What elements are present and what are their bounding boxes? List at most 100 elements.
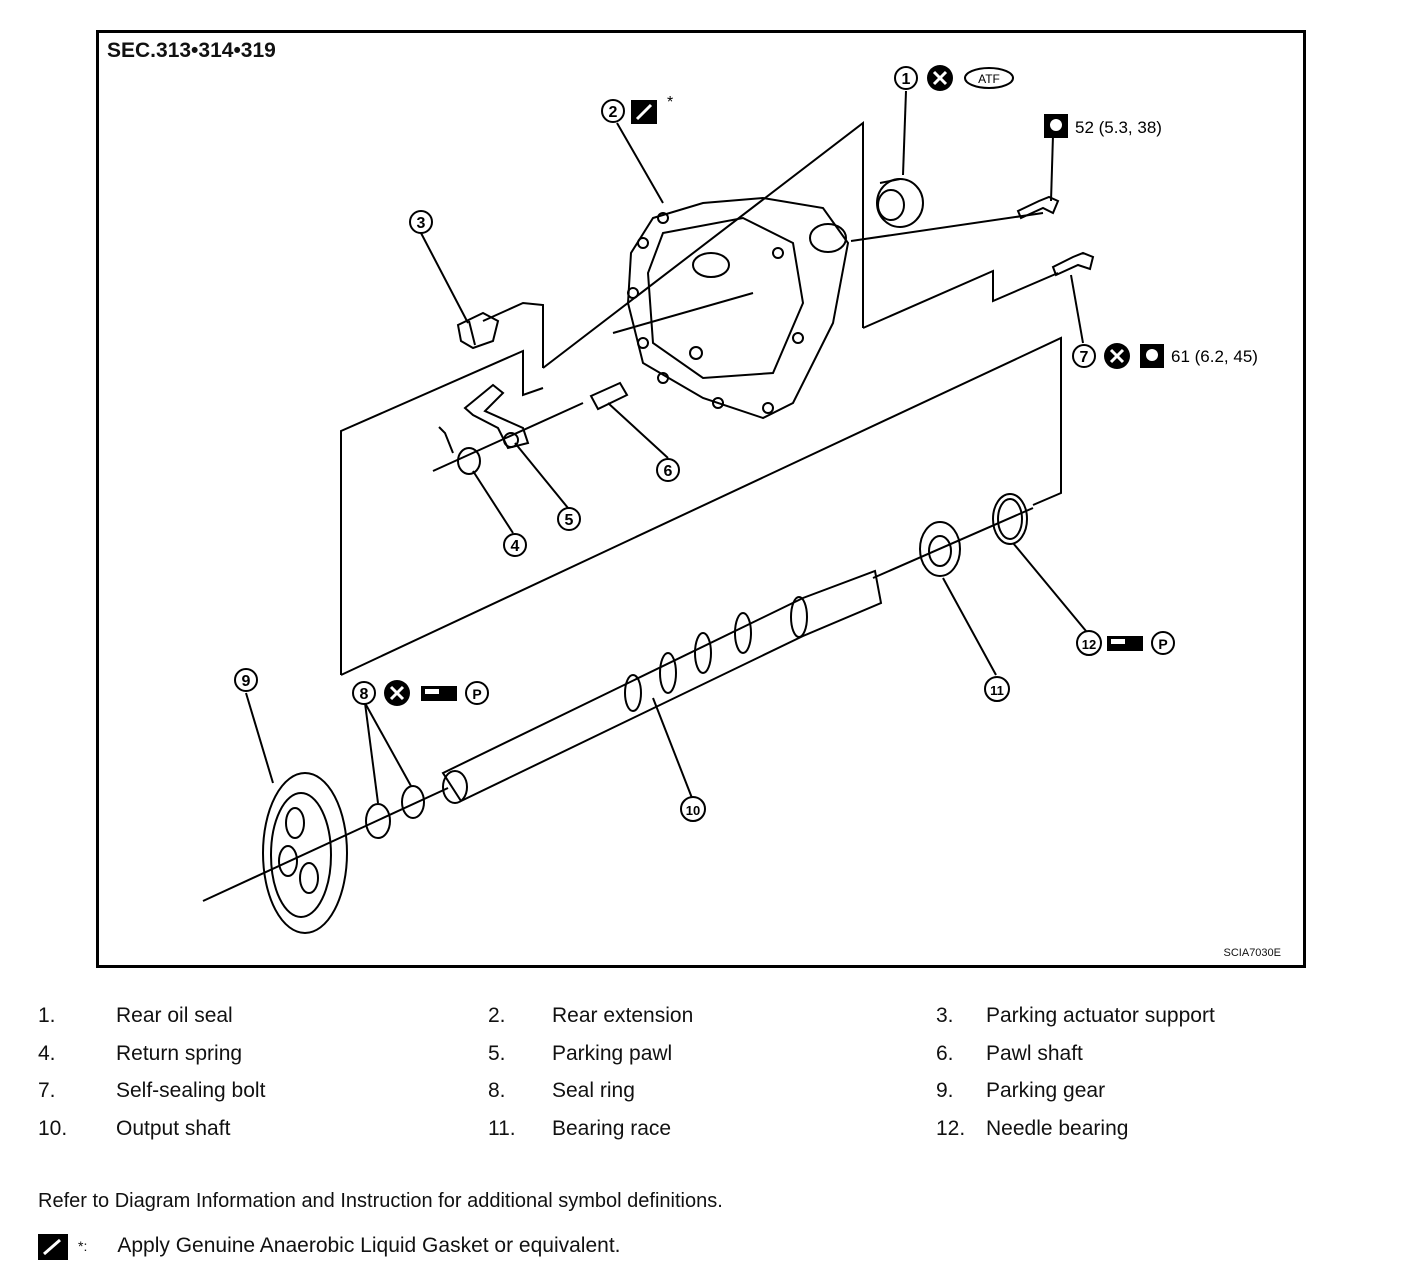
callout-1: 1	[894, 66, 918, 90]
callout-8: 8	[352, 681, 376, 705]
svg-text:P: P	[472, 686, 481, 702]
axis-output	[202, 787, 449, 902]
group-outline-left	[340, 349, 544, 675]
parking-actuator-support	[456, 311, 500, 350]
callout-11: 11	[984, 676, 1010, 702]
svg-text:6: 6	[664, 463, 673, 480]
gasket-note: *: Apply Genuine Anaerobic Liquid Gasket…	[38, 1230, 621, 1262]
torque-value-1: 52 (5.3, 38)	[1075, 118, 1162, 137]
needle-bearing	[992, 493, 1028, 545]
legend-num: 8.	[488, 1079, 506, 1102]
svg-text:2: 2	[609, 104, 618, 121]
legend-name: Needle bearing	[986, 1116, 1129, 1140]
bolt-upper	[1016, 195, 1060, 220]
return-spring-hook	[438, 426, 454, 454]
callout-3: 3	[409, 210, 433, 234]
seal-ring-a	[365, 803, 391, 839]
symbol-reference-note: Refer to Diagram Information and Instruc…	[38, 1190, 723, 1212]
legend-num: 12.	[936, 1116, 966, 1140]
rear-extension	[626, 196, 850, 420]
seal-ring-b	[401, 785, 425, 819]
gasket-marker: *:	[78, 1238, 88, 1254]
parking-pawl	[463, 383, 530, 450]
legend-row: 4. Return spring 5. Parking pawl 6. Pawl…	[38, 1042, 1378, 1080]
diagram-drawing: 1 2 3 4 5 6 7 8 9 10 11 12 ATF *	[202, 65, 1258, 934]
callout-4: 4	[503, 533, 527, 557]
petroleum-jelly-icon: P	[1151, 631, 1175, 655]
svg-text:*: *	[667, 94, 673, 111]
gasket-note-text: Apply Genuine Anaerobic Liquid Gasket or…	[117, 1234, 621, 1257]
parking-gear	[262, 772, 348, 934]
group-outline-upper	[542, 120, 864, 369]
legend-num: 6.	[936, 1041, 954, 1065]
legend-num: 3.	[936, 1004, 954, 1027]
axis-bearing	[872, 507, 1034, 579]
legend-name: Parking gear	[986, 1079, 1106, 1102]
callout-2: 2	[601, 99, 625, 123]
axis-bolt-upper	[850, 212, 1044, 242]
figure-id: SCIA7030E	[1223, 947, 1281, 959]
self-sealing-bolt	[1051, 251, 1095, 277]
svg-text:12: 12	[1082, 637, 1096, 652]
legend-name: Parking actuator support	[986, 1004, 1215, 1027]
leader-7	[862, 269, 1059, 329]
x-circle-icon	[384, 680, 410, 706]
torque-value-2: 61 (6.2, 45)	[1171, 347, 1258, 366]
rear-oil-seal	[876, 178, 924, 228]
bearing-race	[919, 521, 961, 577]
svg-text:10: 10	[686, 803, 700, 818]
legend-name: Bearing race	[552, 1116, 672, 1140]
x-circle-icon	[1104, 343, 1130, 369]
legend-name: Seal ring	[552, 1079, 635, 1102]
torque-wrench-icon	[1044, 114, 1068, 138]
legend-row: 10. Output shaft 11. Bearing race 12. Ne…	[38, 1117, 1378, 1155]
rear-oil-seal-inner	[877, 189, 905, 221]
legend-name: Rear oil seal	[116, 1004, 233, 1027]
legend-name: Rear extension	[552, 1004, 694, 1027]
svg-text:4: 4	[511, 538, 520, 555]
svg-text:ATF: ATF	[978, 72, 1000, 86]
callout-10: 10	[680, 796, 706, 822]
callout-5: 5	[557, 507, 581, 531]
gasket-icon	[38, 1234, 68, 1260]
legend-row: 1. Rear oil seal 2. Rear extension 3. Pa…	[38, 1004, 1378, 1042]
legend-row: 7. Self-sealing bolt 8. Seal ring 9. Par…	[38, 1079, 1378, 1117]
legend-num: 1.	[38, 1004, 56, 1027]
svg-text:9: 9	[242, 673, 251, 690]
callout-7: 7	[1072, 344, 1096, 368]
svg-text:P: P	[1158, 636, 1167, 652]
axis-extension	[612, 292, 754, 334]
pawl-shaft	[589, 381, 629, 411]
axis-pawl	[432, 402, 584, 472]
legend-num: 10.	[38, 1116, 68, 1140]
callout-6: 6	[656, 458, 680, 482]
atf-icon: ATF	[964, 67, 1014, 89]
legend-name: Parking pawl	[552, 1041, 673, 1065]
grease-icon	[421, 686, 457, 701]
callout-9: 9	[234, 668, 258, 692]
svg-text:8: 8	[360, 686, 369, 703]
legend-num: 5.	[488, 1041, 506, 1065]
group-outline-lower	[340, 336, 1062, 676]
legend-name: Self-sealing bolt	[116, 1079, 266, 1102]
leader-3	[482, 301, 544, 368]
callout-12: 12	[1076, 630, 1102, 656]
section-number: SEC.313•314•319	[107, 39, 276, 62]
legend-name: Pawl shaft	[986, 1041, 1083, 1065]
grease-icon	[1107, 636, 1143, 651]
legend-num: 2.	[488, 1004, 506, 1027]
legend-num: 4.	[38, 1041, 56, 1065]
x-circle-icon	[927, 65, 953, 91]
gasket-icon: *	[631, 94, 673, 124]
svg-text:7: 7	[1080, 349, 1089, 366]
return-spring	[457, 447, 481, 475]
legend-num: 11.	[488, 1116, 516, 1140]
legend-num: 9.	[936, 1079, 954, 1102]
svg-text:3: 3	[417, 215, 426, 232]
svg-text:5: 5	[565, 512, 574, 529]
petroleum-jelly-icon: P	[465, 681, 489, 705]
exploded-view-figure: SEC.313•314•319 SCIA7030E	[96, 30, 1306, 968]
torque-wrench-icon	[1140, 344, 1164, 368]
svg-text:1: 1	[902, 71, 911, 88]
legend-num: 7.	[38, 1079, 56, 1102]
